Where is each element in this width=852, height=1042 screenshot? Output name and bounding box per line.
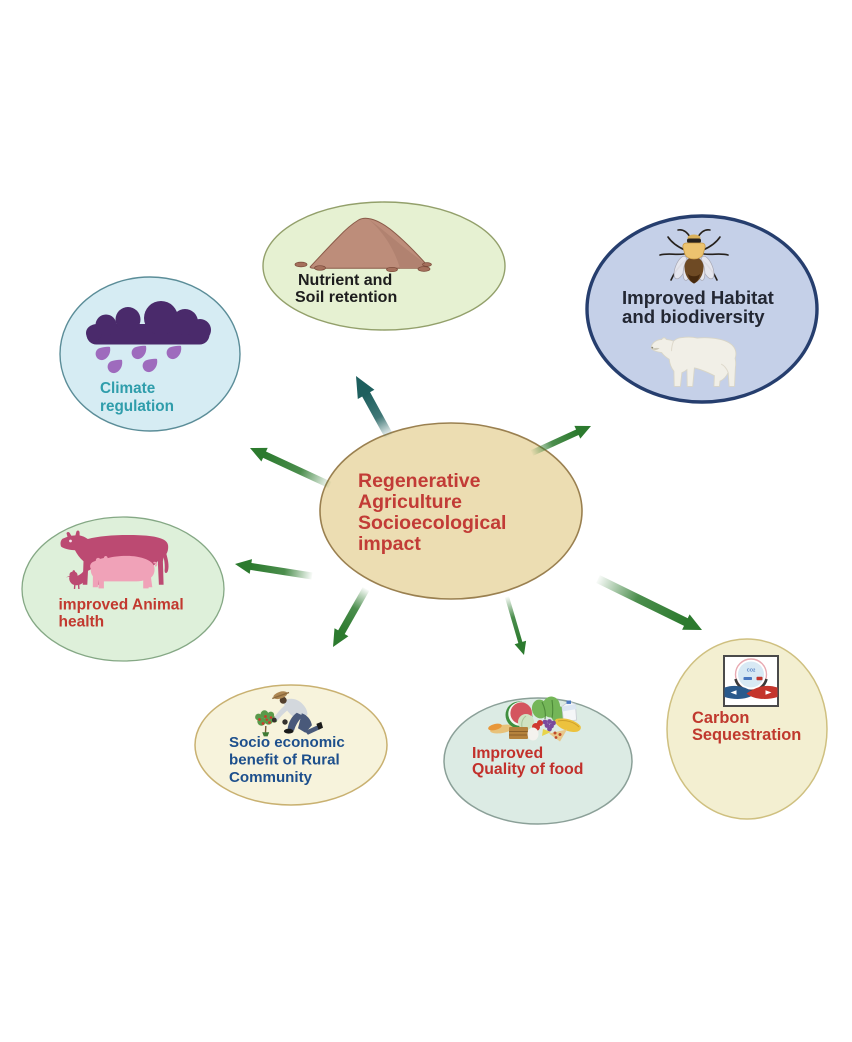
svg-text:CO2: CO2 [747,668,756,673]
svg-text:Sequestration: Sequestration [692,726,801,744]
svg-text:Socio economic: Socio economic [229,734,345,751]
svg-text:Soil retention: Soil retention [295,289,397,306]
svg-text:Regenerative: Regenerative [358,470,481,492]
svg-text:improved Animal: improved Animal [59,597,184,614]
svg-text:Climate: Climate [100,380,155,397]
svg-text:Carbon: Carbon [692,709,749,727]
svg-text:Socioecological: Socioecological [358,512,506,534]
svg-text:Improved: Improved [472,745,543,762]
svg-text:and biodiversity: and biodiversity [622,306,765,327]
svg-text:impact: impact [358,533,421,555]
svg-text:Agriculture: Agriculture [358,491,462,513]
svg-text:Improved Habitat: Improved Habitat [622,287,774,308]
svg-text:Community: Community [229,769,313,786]
svg-text:health: health [59,614,105,631]
svg-text:regulation: regulation [100,398,174,415]
svg-text:benefit of Rural: benefit of Rural [229,752,340,769]
svg-text:Quality of food: Quality of food [472,761,583,778]
svg-text:Nutrient and: Nutrient and [298,272,392,289]
